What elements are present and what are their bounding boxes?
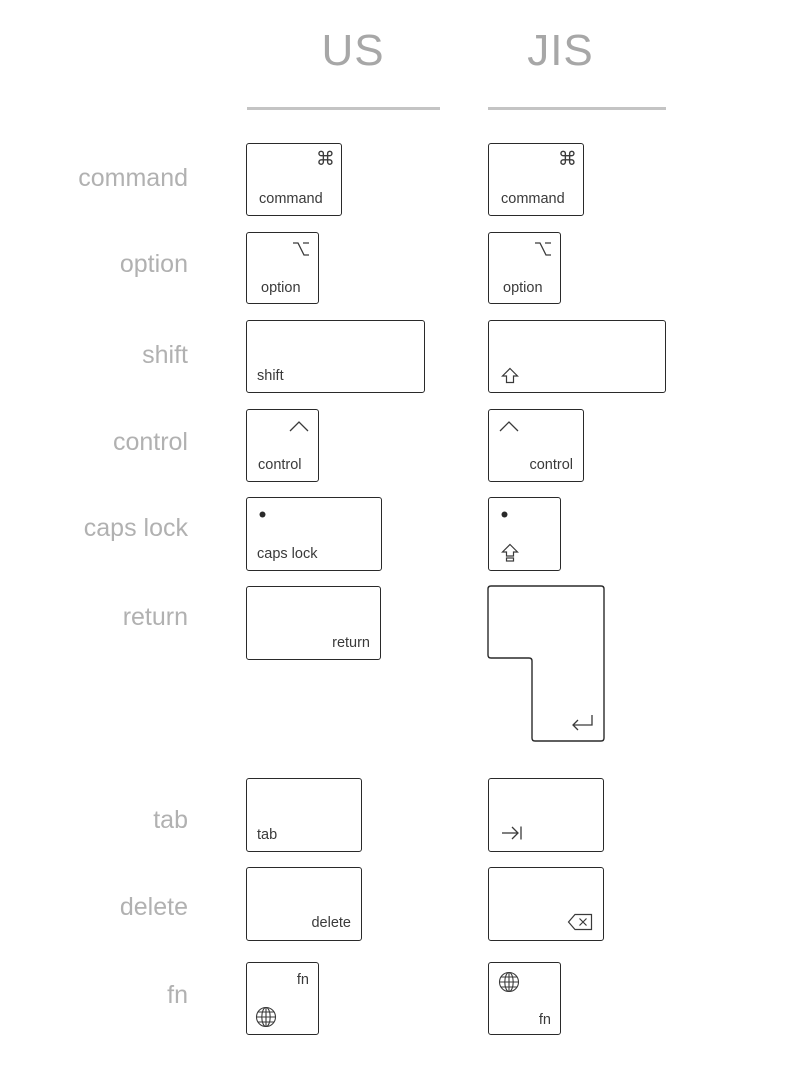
tab-arrow-icon: [501, 825, 523, 841]
us-tab-key[interactable]: tab: [246, 778, 362, 852]
caps-lock-light-icon: [501, 511, 508, 518]
jis-option-key-label: option: [503, 280, 543, 296]
us-return-key[interactable]: return: [246, 586, 381, 660]
option-icon: [292, 241, 310, 257]
caps-lock-light-icon: [259, 511, 266, 518]
us-return-key-label: return: [332, 635, 370, 651]
us-command-key-label: command: [259, 191, 323, 207]
us-caps-lock-key-label: caps lock: [257, 546, 318, 562]
command-icon: ⌘: [316, 149, 335, 170]
us-fn-key-label: fn: [296, 972, 309, 988]
jis-shift-key[interactable]: [488, 320, 666, 393]
us-tab-key-label: tab: [257, 827, 278, 843]
row-label-tab: tab: [153, 806, 188, 834]
command-icon: ⌘: [558, 149, 577, 170]
jis-divider: [488, 107, 666, 110]
row-label-shift: shift: [142, 341, 188, 369]
jis-fn-key[interactable]: fn: [488, 962, 561, 1035]
jis-command-key[interactable]: ⌘ command: [488, 143, 584, 216]
us-divider: [247, 107, 440, 110]
us-control-key-label: control: [258, 457, 302, 473]
row-label-return: return: [122, 603, 188, 631]
us-command-key[interactable]: ⌘ command: [246, 143, 342, 216]
control-caret-icon: [289, 420, 309, 432]
us-fn-key[interactable]: fn: [246, 962, 319, 1035]
us-delete-key-label: delete: [311, 915, 351, 931]
jis-option-key[interactable]: option: [488, 232, 561, 304]
delete-backspace-icon: [567, 913, 593, 931]
jis-delete-key[interactable]: [488, 867, 604, 941]
jis-command-key-label: command: [501, 191, 565, 207]
jis-control-key-label: control: [529, 457, 573, 473]
jis-caps-lock-key[interactable]: [488, 497, 561, 571]
us-option-key[interactable]: option: [246, 232, 319, 304]
row-label-fn: fn: [167, 981, 188, 1009]
row-label-command: command: [78, 164, 188, 192]
row-label-control: control: [112, 428, 188, 456]
globe-icon: [498, 971, 520, 993]
us-column-title: US: [321, 26, 385, 75]
jis-tab-key[interactable]: [488, 778, 604, 852]
jis-column-title: JIS: [527, 26, 594, 75]
caps-lock-arrow-icon: [501, 543, 519, 562]
jis-control-key[interactable]: control: [488, 409, 584, 482]
jis-return-key[interactable]: [487, 585, 607, 745]
return-arrow-icon: [572, 715, 593, 731]
shift-arrow-icon: [501, 367, 519, 384]
row-label-caps-lock: caps lock: [83, 514, 188, 542]
us-control-key[interactable]: control: [246, 409, 319, 482]
us-delete-key[interactable]: delete: [246, 867, 362, 941]
us-option-key-label: option: [261, 280, 301, 296]
us-shift-key-label: shift: [257, 368, 284, 384]
jis-fn-key-label: fn: [538, 1012, 551, 1028]
row-label-option: option: [119, 250, 188, 278]
globe-icon: [255, 1006, 277, 1028]
row-label-delete: delete: [119, 893, 188, 921]
control-caret-icon: [499, 420, 519, 432]
us-caps-lock-key[interactable]: caps lock: [246, 497, 382, 571]
us-shift-key[interactable]: shift: [246, 320, 425, 393]
option-icon: [534, 241, 552, 257]
